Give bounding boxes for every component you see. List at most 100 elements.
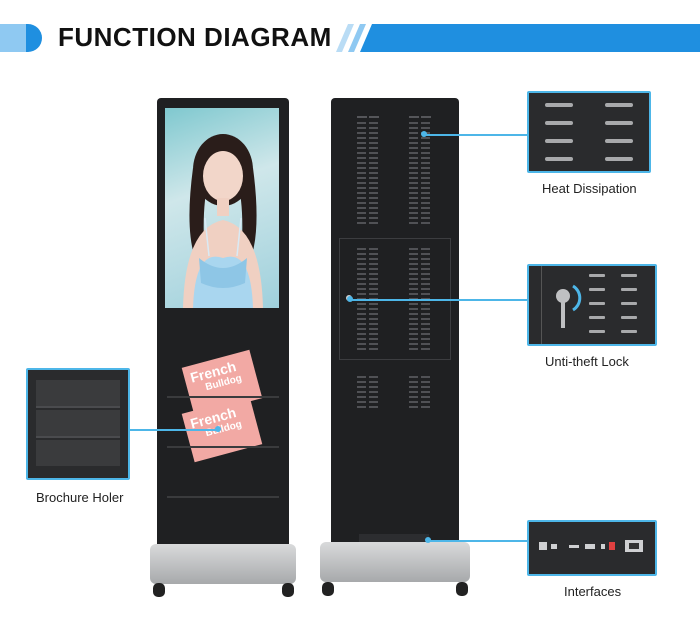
vent-slot <box>421 202 430 204</box>
vent-slot <box>369 152 378 154</box>
heat-dissipation-label: Heat Dissipation <box>542 181 637 196</box>
vent-slot <box>369 157 378 159</box>
holder-shelf-2 <box>167 446 279 448</box>
vent-slot <box>421 172 430 174</box>
vent-slot <box>357 152 366 154</box>
vent-slot <box>369 328 378 330</box>
vent-slot <box>369 217 378 219</box>
lock-connector-line <box>352 299 528 301</box>
vent-slot <box>357 381 366 383</box>
brochure-holder-detail <box>36 380 120 466</box>
vent-slot <box>409 127 418 129</box>
front-wheel-right <box>282 583 294 597</box>
brochure-connector-line <box>130 429 220 431</box>
vent-slot <box>409 258 418 260</box>
lock-detail <box>541 266 637 344</box>
vent-slot <box>409 157 418 159</box>
vent-slot <box>369 177 378 179</box>
interfaces-label: Interfaces <box>564 584 622 599</box>
vent-slot <box>409 137 418 139</box>
vent-slot <box>369 406 378 408</box>
vent-slot <box>409 268 418 270</box>
brochure-holder: French Bulldog French Bulldog <box>167 349 279 506</box>
vent-slot <box>421 222 430 224</box>
vent-slot <box>369 202 378 204</box>
vent-slot <box>357 263 366 265</box>
vent-slot <box>357 333 366 335</box>
vent-slot <box>409 391 418 393</box>
vent-slot <box>421 293 430 295</box>
vent-slot <box>421 127 430 129</box>
vent-slot <box>369 142 378 144</box>
vent-slot <box>357 248 366 250</box>
vent-slot <box>409 152 418 154</box>
vent-slot <box>421 401 430 403</box>
vent-slot <box>421 308 430 310</box>
vent-slot <box>421 278 430 280</box>
vent-slot <box>421 273 430 275</box>
vent-slot <box>357 122 366 124</box>
vent-slot <box>409 308 418 310</box>
woman-portrait-image <box>183 134 263 308</box>
vent-slot <box>357 288 366 290</box>
vent-slot <box>369 263 378 265</box>
vent-slot <box>409 396 418 398</box>
vent-slot <box>357 348 366 350</box>
vent-slot <box>357 253 366 255</box>
vent-slot <box>357 323 366 325</box>
vent-slot <box>369 137 378 139</box>
vent-slot <box>369 162 378 164</box>
vent-slot <box>369 222 378 224</box>
vent-slot <box>369 207 378 209</box>
back-wheel-left <box>322 582 334 596</box>
vent-slot <box>409 401 418 403</box>
vent-slot <box>409 386 418 388</box>
vent-slot <box>357 386 366 388</box>
vent-slot <box>357 167 366 169</box>
vent-slot <box>421 212 430 214</box>
vent-slot <box>421 187 430 189</box>
vent-slot <box>421 406 430 408</box>
vent-slot <box>357 202 366 204</box>
back-kiosk-body <box>331 98 459 554</box>
vent-slot <box>409 172 418 174</box>
vent-slot <box>357 278 366 280</box>
vent-slot <box>409 288 418 290</box>
header-accent-stripes <box>336 24 700 52</box>
vent-slot <box>357 192 366 194</box>
vent-slot <box>409 293 418 295</box>
vent-slot <box>409 343 418 345</box>
vent-slot <box>421 268 430 270</box>
vent-slot <box>357 177 366 179</box>
vent-slot <box>369 273 378 275</box>
vent-slot <box>357 391 366 393</box>
vent-slot <box>409 222 418 224</box>
holder-shelf-3 <box>167 496 279 498</box>
vent-slot <box>409 328 418 330</box>
vent-slot <box>369 182 378 184</box>
brochure-connector-dot <box>215 426 221 432</box>
vent-slot <box>369 381 378 383</box>
vent-slot <box>421 318 430 320</box>
vent-slot <box>421 258 430 260</box>
vent-slot <box>369 278 378 280</box>
vent-slot <box>421 333 430 335</box>
vent-slot <box>369 127 378 129</box>
vent-slot <box>357 268 366 270</box>
vent-slot <box>409 348 418 350</box>
vent-slot <box>421 253 430 255</box>
vent-slot <box>369 147 378 149</box>
brochure-holder-callout <box>26 368 130 480</box>
front-kiosk: French Bulldog French Bulldog <box>157 98 289 558</box>
lock-connector-dot <box>347 296 353 302</box>
vent-slot <box>409 338 418 340</box>
interfaces-connector-dot <box>425 537 431 543</box>
vent-slot <box>409 132 418 134</box>
interfaces-detail <box>539 540 643 552</box>
vent-slot <box>409 381 418 383</box>
vent-slot <box>357 182 366 184</box>
vent-slot <box>369 268 378 270</box>
display-screen <box>165 108 279 308</box>
vent-slot <box>369 283 378 285</box>
vent-slot <box>369 197 378 199</box>
